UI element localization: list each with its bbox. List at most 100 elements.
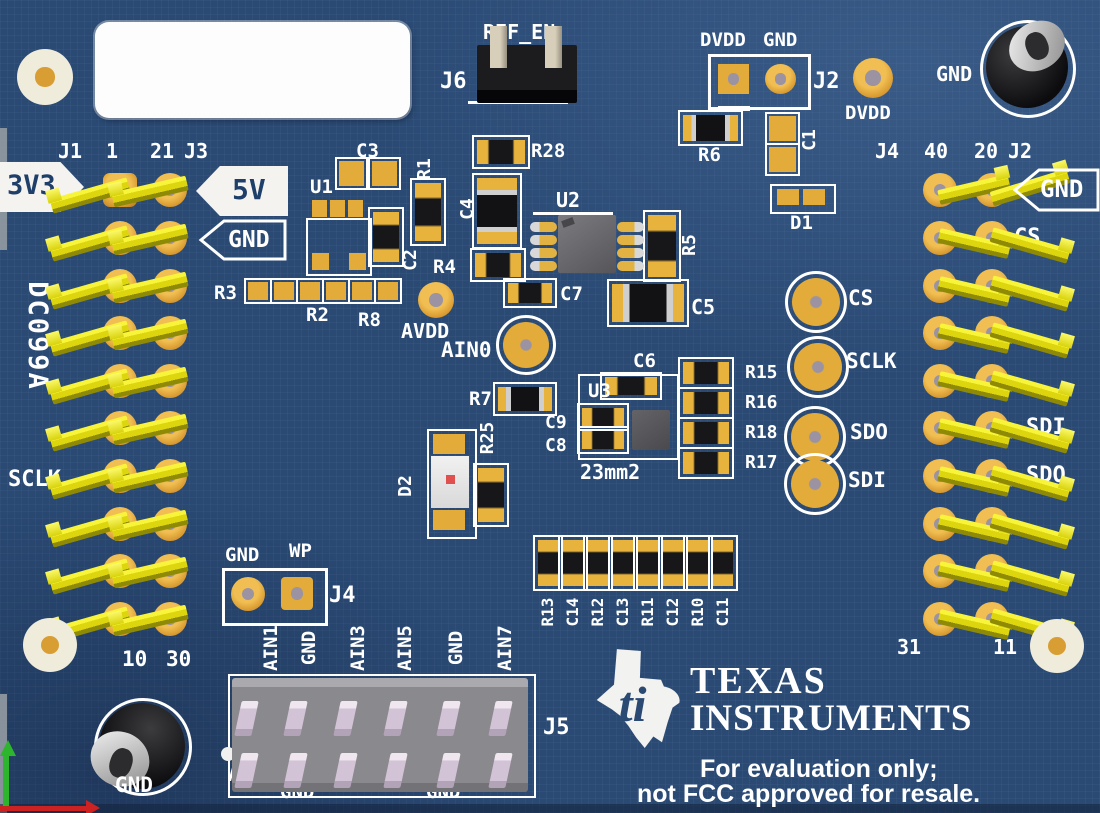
j4-bottom-label-gnd: GND (225, 544, 260, 566)
gnd-post-bottom-label: GND (115, 773, 153, 797)
right-gnd-arrow-label: GND (1040, 175, 1084, 203)
test-point-label: SDI (848, 468, 886, 492)
mounting-pad-bottom-right (1030, 619, 1084, 673)
right-gnd-arrow-outline (1012, 168, 1100, 212)
ref-label-c8: C8 (545, 435, 567, 456)
brand-line1: TEXAS (690, 660, 827, 702)
res-pad (296, 278, 324, 304)
ref-label-c6: C6 (633, 350, 656, 372)
axis-line-green (3, 756, 9, 808)
dvdd-via-pad (853, 58, 893, 98)
cap-pad-c3 (368, 157, 401, 190)
j5-label: J5 (543, 715, 570, 740)
resistor-r1 (410, 178, 446, 246)
j2-top-label-gnd: GND (763, 29, 798, 51)
j2-top-silk-tab (718, 106, 750, 111)
j5-mark-dot (221, 747, 235, 761)
u1-pad (348, 200, 363, 217)
passive-c11 (708, 535, 738, 591)
j5-top-label: AIN5 (394, 625, 416, 671)
test-point-cs (785, 271, 847, 333)
right-header-label-pin40: 40 (924, 139, 949, 163)
capacitor-c5 (607, 279, 689, 327)
diode-pad-d1 (803, 189, 825, 205)
test-point-sclk (787, 336, 849, 398)
j5-top-label: AIN3 (347, 625, 369, 671)
capacitor-c6 (600, 372, 662, 400)
j2-top-pad-dvdd (718, 64, 749, 94)
capacitor-c9 (577, 403, 629, 431)
u2-ic-pin (530, 235, 557, 245)
ain0-label: AIN0 (441, 338, 492, 362)
u2-ic-pin (617, 222, 644, 232)
resistor-r18 (678, 417, 734, 449)
passive-c14 (558, 535, 588, 591)
ref-label-c5: C5 (691, 295, 716, 319)
mounting-pad-bottom-left (23, 618, 77, 672)
led-pad-d2 (433, 434, 465, 454)
ref-label-r12: R12 (588, 597, 607, 627)
diode-silk-box-d1 (770, 184, 836, 214)
ref-label-c3: C3 (356, 140, 379, 162)
res-pad (322, 278, 350, 304)
res-pad (348, 278, 376, 304)
left-header-label-j1: J1 (58, 139, 83, 163)
resistor-r16 (678, 387, 734, 419)
passive-r13 (533, 535, 563, 591)
j5-top-label: GND (445, 630, 467, 666)
resistor-r25 (473, 463, 509, 527)
capacitor-c4 (472, 173, 522, 249)
ref-label-r3: R3 (214, 282, 237, 304)
rail-label-5v: 5V (232, 173, 266, 206)
ref-label-r16: R16 (745, 392, 778, 413)
ref-label-r18: R18 (745, 422, 778, 443)
passive-c13 (608, 535, 638, 591)
ref-label-r6: R6 (698, 144, 721, 166)
ref-label-r7: R7 (469, 388, 492, 410)
res-pad (374, 278, 402, 304)
bottom-edge-shadow (0, 804, 1100, 813)
rail-arrow-gnd-outline (198, 219, 287, 261)
ref-label-r28: R28 (531, 140, 566, 162)
test-point-ain0 (496, 315, 556, 375)
j2-top-label-dvdd: DVDD (700, 29, 746, 51)
resistor-r4 (470, 248, 526, 282)
right-header-label-pin31: 31 (897, 635, 922, 659)
u1-pad (312, 200, 327, 217)
u2-ic-pin (530, 261, 557, 271)
diode-pad-d1 (777, 189, 799, 205)
u1-silk-outline (306, 218, 372, 276)
resistor-r6 (678, 110, 743, 146)
left-header-label-pin30: 30 (166, 647, 192, 671)
ref-label-r5: R5 (679, 234, 700, 256)
ref-label-r11: R11 (638, 597, 657, 627)
resistor-r17 (678, 447, 734, 479)
resistor-r15 (678, 357, 734, 389)
j4-bottom-silk-box (222, 568, 328, 626)
dvdd-pad-label: DVDD (845, 102, 891, 124)
gnd-post-top-label: GND (936, 62, 973, 86)
resistor-r28 (472, 135, 530, 169)
axis-arrow-green (0, 740, 16, 756)
j5-top-label: GND (298, 630, 320, 666)
ref-label-c2: C2 (400, 249, 421, 271)
ref-label-r13: R13 (538, 597, 557, 627)
left-header-label-pin1: 1 (106, 139, 119, 163)
u2-ic-pin (530, 248, 557, 258)
u3-silk-box (578, 374, 679, 460)
cap-pad-c1 (765, 143, 800, 176)
ti-texas-logo: ti (596, 649, 680, 748)
j2-top-label: J2 (813, 69, 840, 94)
test-point-label: SDO (850, 420, 888, 444)
j5-silk-outline (228, 674, 536, 798)
u3-ic-body (632, 410, 670, 450)
ref-label-d2: D2 (395, 475, 416, 497)
left-header-label-pin10: 10 (122, 647, 148, 671)
gnd-post-bottom (80, 696, 192, 797)
resistor-r5 (643, 210, 681, 282)
ref-label-r4: R4 (433, 256, 456, 278)
passive-r12 (583, 535, 613, 591)
ref-label-r2: R2 (306, 304, 329, 326)
led-silk-box-d2 (427, 429, 477, 539)
u3-dimension-label: 23mm2 (580, 460, 641, 484)
